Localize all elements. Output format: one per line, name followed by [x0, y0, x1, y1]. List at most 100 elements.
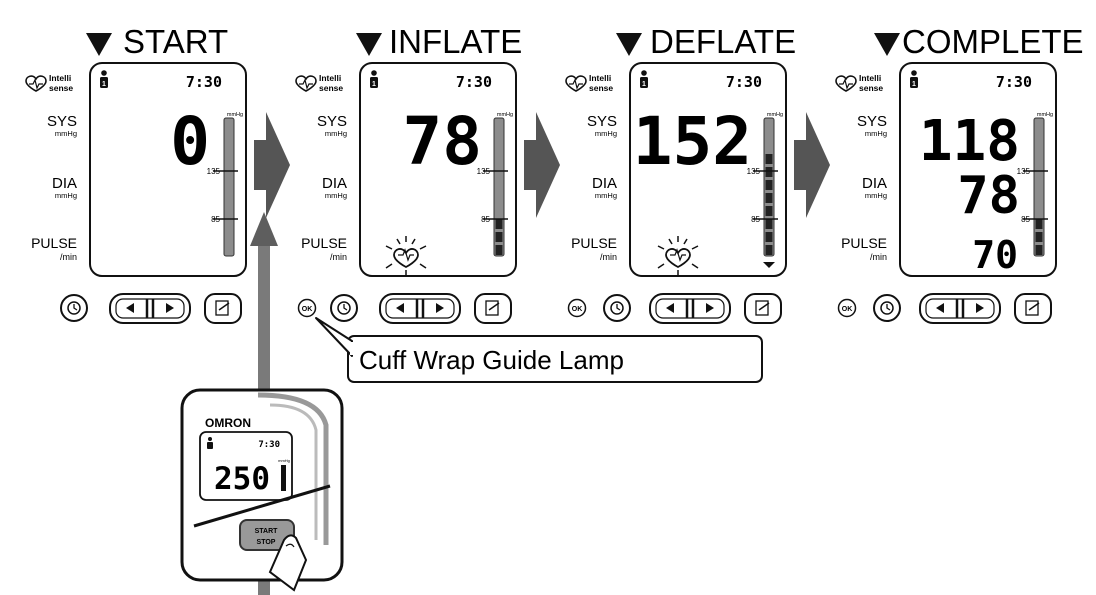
marker-135: 135 [747, 167, 761, 176]
history-button[interactable] [873, 294, 901, 322]
lcd-unit: mmHg [227, 112, 243, 118]
pressure-bar-segment [765, 193, 773, 203]
pulse-label: PULSE [301, 235, 347, 251]
memo-button[interactable] [744, 293, 782, 324]
sys-label: SYS [317, 113, 347, 130]
stage-panel-deflate: DEFLATE Intelli sense SYS mmHg DIA mmHg … [565, 23, 796, 324]
sys-unit: mmHg [325, 129, 347, 138]
lcd-unit: mmHg [497, 112, 513, 118]
pulse-unit: /min [60, 252, 77, 262]
memo-button[interactable] [474, 293, 512, 324]
device-user-icon [207, 437, 213, 449]
svg-text:sense: sense [589, 83, 613, 93]
svg-text:OK: OK [842, 306, 853, 313]
pressure-bar-segment [1035, 219, 1043, 229]
intellisense-logo: Intelli sense [835, 73, 883, 93]
history-button[interactable] [330, 294, 358, 322]
device-inset: OMRON 7:30 250 mmHg START STOP [180, 388, 344, 592]
stop-label: STOP [257, 539, 276, 546]
lcd-screen [629, 62, 787, 277]
svg-text:Intelli: Intelli [859, 73, 881, 83]
button-row: OK [837, 293, 1052, 324]
pulse-label: PULSE [31, 235, 77, 251]
svg-text:OK: OK [302, 306, 313, 313]
sys-unit: mmHg [865, 129, 887, 138]
pulse-label: PULSE [571, 235, 617, 251]
sys-reading: 0 [170, 103, 210, 180]
lcd-screen [899, 62, 1057, 277]
nav-arrows-button[interactable] [649, 293, 731, 324]
pressure-bar-segment [765, 180, 773, 190]
pressure-bar-segment [765, 167, 773, 177]
dia-unit: mmHg [595, 191, 617, 200]
intellisense-logo: Intelli sense [25, 73, 73, 93]
marker-135: 135 [1017, 167, 1031, 176]
marker-135: 135 [207, 167, 221, 176]
pressure-bar-segment [765, 232, 773, 242]
sys-label: SYS [587, 113, 617, 130]
dia-label: DIA [52, 175, 77, 192]
stage-title-triangle [616, 33, 642, 56]
svg-text:OK: OK [572, 306, 583, 313]
pressure-bar [223, 117, 235, 257]
stage-arrow-3 [794, 112, 830, 218]
history-button[interactable] [603, 294, 631, 322]
lcd-time: 7:30 [456, 73, 492, 91]
lcd-time: 7:30 [726, 73, 762, 91]
device-reading: 250 [214, 461, 270, 497]
marker-85: 85 [751, 215, 760, 224]
stage-panel-inflate: INFLATE Intelli sense SYS mmHg DIA mmHg … [295, 23, 522, 324]
pressure-bar-segment [495, 232, 503, 242]
nav-arrows-button[interactable] [919, 293, 1001, 324]
heartbeat-icon [657, 236, 699, 276]
user-icon: 1 [100, 70, 108, 88]
sys-label: SYS [857, 113, 887, 130]
pulse-unit: /min [330, 252, 347, 262]
svg-text:1: 1 [642, 81, 646, 88]
memo-button[interactable] [1014, 293, 1052, 324]
pressing-finger [268, 534, 308, 592]
stage-panel-start: START Intelli sense SYS mmHg DIA mmHg PU… [25, 23, 247, 324]
nav-arrows-button[interactable] [379, 293, 461, 324]
memo-button[interactable] [204, 293, 242, 324]
button-row [60, 293, 242, 324]
svg-text:Intelli: Intelli [319, 73, 341, 83]
history-button[interactable] [60, 294, 88, 322]
lcd-screen [89, 62, 247, 277]
button-row: OK [567, 293, 782, 324]
intellisense-logo: Intelli sense [565, 73, 613, 93]
dia-reading: 78 [957, 166, 1020, 226]
pulse-unit: /min [600, 252, 617, 262]
stage-title: COMPLETE [902, 23, 1084, 60]
lcd-screen [359, 62, 517, 277]
lcd-time: 7:30 [996, 73, 1032, 91]
stage-title-triangle [86, 33, 112, 56]
device-time: 7:30 [258, 440, 280, 450]
user-icon: 1 [370, 70, 378, 88]
pressure-bar-segment [1035, 232, 1043, 242]
pressure-bar-segment [765, 245, 773, 255]
start-stop-button[interactable] [239, 519, 295, 551]
sys-unit: mmHg [55, 129, 77, 138]
intellisense-logo: Intelli sense [295, 73, 343, 93]
nav-arrows-button[interactable] [109, 293, 191, 324]
sys-label: SYS [47, 113, 77, 130]
device-unit: mmHg [278, 458, 290, 463]
stage-arrow-1 [254, 112, 290, 218]
sys-unit: mmHg [595, 129, 617, 138]
pressure-bar-segment [495, 219, 503, 229]
svg-text:Intelli: Intelli [589, 73, 611, 83]
stage-title: START [123, 23, 228, 60]
stage-title: INFLATE [389, 23, 522, 60]
pressure-bar-segment [765, 154, 773, 164]
svg-text:sense: sense [859, 83, 883, 93]
pulse-unit: /min [870, 252, 887, 262]
sys-reading: 118 [919, 109, 1020, 174]
deflate-indicator [763, 262, 775, 268]
svg-text:sense: sense [49, 83, 73, 93]
heartbeat-icon [385, 236, 427, 276]
pressure-bar-segment [495, 245, 503, 255]
device-screen [199, 431, 293, 501]
svg-text:1: 1 [372, 81, 376, 88]
